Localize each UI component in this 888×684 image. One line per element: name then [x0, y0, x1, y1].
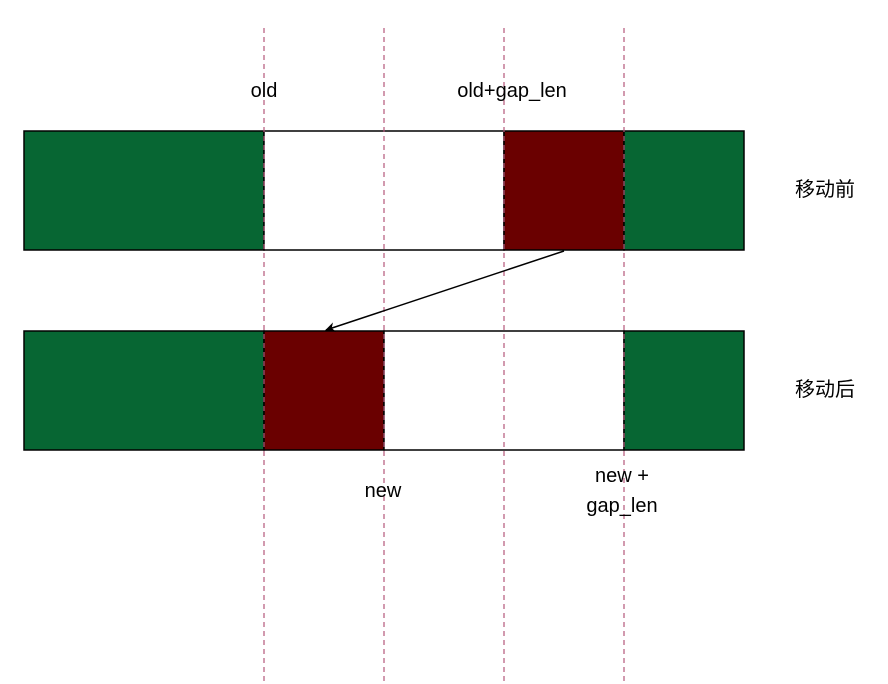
text-segment-left-before — [23, 130, 265, 251]
label-before-move: 移动前 — [795, 179, 855, 201]
label-after-move: 移动后 — [795, 379, 855, 401]
move-arrow — [325, 250, 565, 332]
buffer-row-before — [23, 130, 745, 251]
label-new-gap-len-line2: gap_len — [586, 495, 658, 517]
label-old: old — [250, 80, 278, 102]
buffer-row-after — [23, 330, 745, 451]
label-new-gap-len-line1: new + — [595, 465, 649, 487]
label-old-gap-len: old+gap_len — [457, 80, 567, 102]
text-segment-right-after — [623, 330, 745, 451]
moved-segment-before — [503, 130, 625, 251]
moved-segment-after — [263, 330, 385, 451]
label-new: new — [364, 480, 402, 502]
text-segment-left-after — [23, 330, 265, 451]
guide-lines — [263, 28, 625, 684]
text-segment-right-before — [623, 130, 745, 251]
